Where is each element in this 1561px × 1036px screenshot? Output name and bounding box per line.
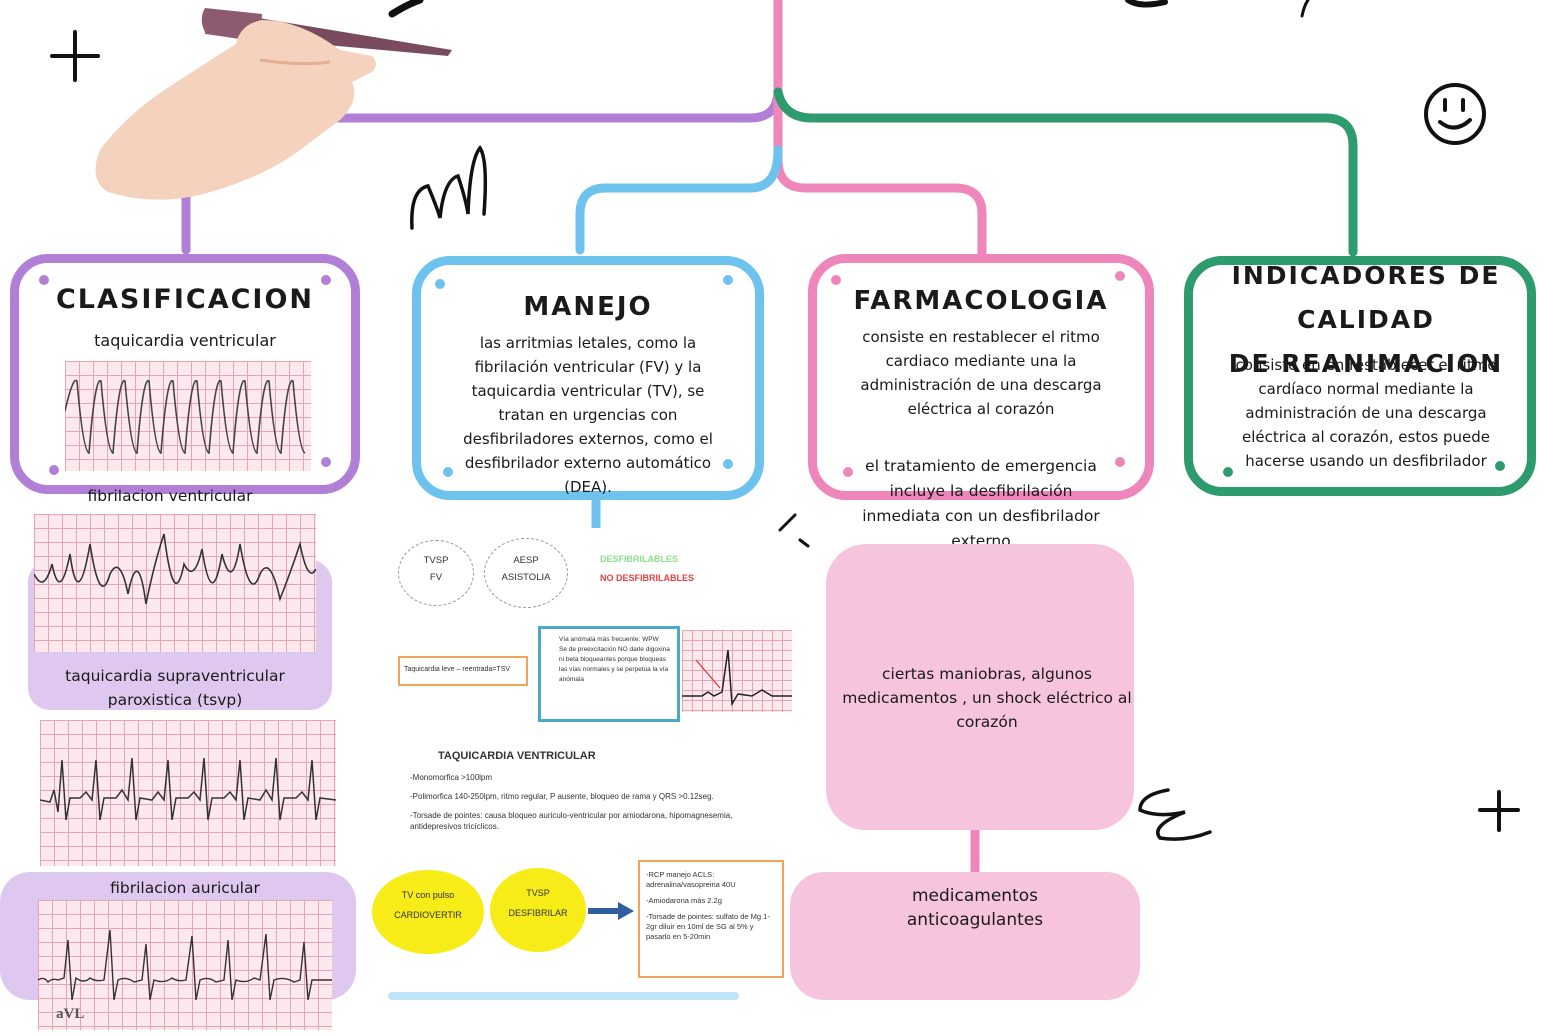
tv-line: -Monomorfica >100lpm — [410, 773, 493, 782]
label-tsvp: taquicardia supraventricular paroxistica… — [65, 667, 285, 709]
label-fibrilacion-ventricular: fibrilacion ventricular — [87, 487, 253, 505]
box-line: -RCP manejo ACLS: adrenalina/vasopreina … — [646, 870, 736, 889]
pin-dot — [443, 467, 453, 477]
pink-panel-maniobras — [826, 544, 1134, 830]
smiley-icon — [1424, 83, 1486, 145]
ecg-wpw — [682, 630, 792, 712]
yellow-text: TV con pulso — [401, 890, 455, 900]
indicadores-title: INDICADORES DE CALIDAD DE REANIMACION — [1176, 254, 1556, 386]
indicadores-title-line2: DE REANIMACION — [1228, 349, 1504, 378]
hand-pen-icon — [95, 8, 452, 200]
yellow-text: TVSP — [526, 888, 550, 898]
blue-info-box: Vía anómala más frecuente: WPW Se de pre… — [538, 626, 680, 722]
clasificacion-title: CLASIFICACION — [55, 284, 315, 315]
tv-line: -Torsade de pointes: causa bloqueo auric… — [410, 811, 733, 831]
pin-dot — [321, 275, 331, 285]
pin-dot — [1115, 457, 1125, 467]
indicadores-title-line1: INDICADORES DE CALIDAD — [1231, 261, 1501, 334]
yellow-cardiovertir: TV con pulso CARDIOVERTIR — [372, 870, 484, 954]
yellow-text: DESFIBRILAR — [508, 908, 568, 918]
pink-panel-medicamentos — [790, 872, 1140, 1000]
farmacologia-body: consiste en restablecer el ritmo cardiac… — [860, 328, 1102, 418]
oval-text: FV — [429, 572, 443, 583]
oval-text: AESP — [513, 555, 539, 566]
legend-desfibrilables: DESFIBRILABLES — [600, 554, 679, 564]
info-bullet: Vía anómala más frecuente: WPW — [559, 636, 659, 643]
oval-desfibrilables: TVSP FV — [398, 540, 474, 606]
box-line: -Torsade de pointes: sulfato de Mg 1-2gr… — [646, 912, 770, 941]
box-line: -Amiodarona más 2.2g — [646, 896, 722, 905]
ecg-fibrilacion-auricular: aVL — [38, 900, 332, 1030]
yellow-desfibrilar: TVSP DESFIBRILAR — [490, 868, 586, 952]
pin-dot — [39, 275, 49, 285]
pin-dot — [321, 457, 331, 467]
clasificacion-subtitle: taquicardia ventricular — [94, 331, 276, 350]
farmacologia-note: el tratamiento de emergencia incluye la … — [862, 457, 1100, 550]
maniobras-text: ciertas maniobras, algunos medicamentos … — [842, 665, 1132, 731]
orange-box: Taquicardia leve – reentrada=TSV — [398, 656, 528, 686]
tv-text: -Monomorfica >100lpm -Polimorfica 140-25… — [410, 772, 748, 832]
indicadores-card: consiste en en restablecer el ritmo card… — [1184, 256, 1536, 496]
legend-no-desfibrilables: NO DESFIBRILABLES — [600, 573, 695, 583]
ecg-fibrilacion-ventricular — [34, 514, 316, 652]
oval-text: TVSP — [423, 555, 449, 566]
manejo-card: MANEJO las arritmias letales, como la fi… — [412, 256, 764, 500]
tv-heading: TAQUICARDIA VENTRICULAR — [438, 750, 596, 762]
oval-text: ASISTOLIA — [501, 572, 551, 583]
indicadores-body: consiste en en restablecer el ritmo card… — [1235, 356, 1497, 470]
manejo-body: las arritmias letales, como la fibrilaci… — [463, 334, 713, 496]
pin-dot — [723, 459, 733, 469]
ecg-tsvp — [40, 720, 336, 866]
clasificacion-card: CLASIFICACION taquicardia ventricular — [10, 254, 360, 494]
pin-dot — [723, 275, 733, 285]
manejo-title: MANEJO — [523, 292, 653, 322]
info-bullet: Se de preexcitación NO darle digoxina ni… — [559, 646, 670, 683]
pin-dot — [831, 275, 841, 285]
ecg-taquicardia-ventricular — [65, 361, 311, 471]
pin-dot — [1115, 271, 1125, 281]
label-fibrilacion-auricular: fibrilacion auricular — [110, 879, 260, 897]
medicamentos-text: medicamentos anticoagulantes — [906, 886, 1044, 930]
pin-dot — [49, 465, 59, 475]
right-orange-box: -RCP manejo ACLS: adrenalina/vasopreina … — [638, 860, 784, 978]
pin-dot — [435, 279, 445, 289]
yellow-text: CARDIOVERTIR — [394, 910, 462, 920]
pin-dot — [843, 467, 853, 477]
farmacologia-title: FARMACOLOGIA — [853, 286, 1109, 316]
pin-dot — [1223, 467, 1233, 477]
label-avl: aVL — [56, 1006, 85, 1022]
farmacologia-card: FARMACOLOGIA consiste en restablecer el … — [808, 254, 1154, 500]
pin-dot — [1495, 461, 1505, 471]
oval-no-desfibrilables: AESP ASISTOLIA — [484, 538, 568, 608]
tv-line: -Polimorfica 140-250lpm, ritmo regular, … — [410, 792, 714, 801]
